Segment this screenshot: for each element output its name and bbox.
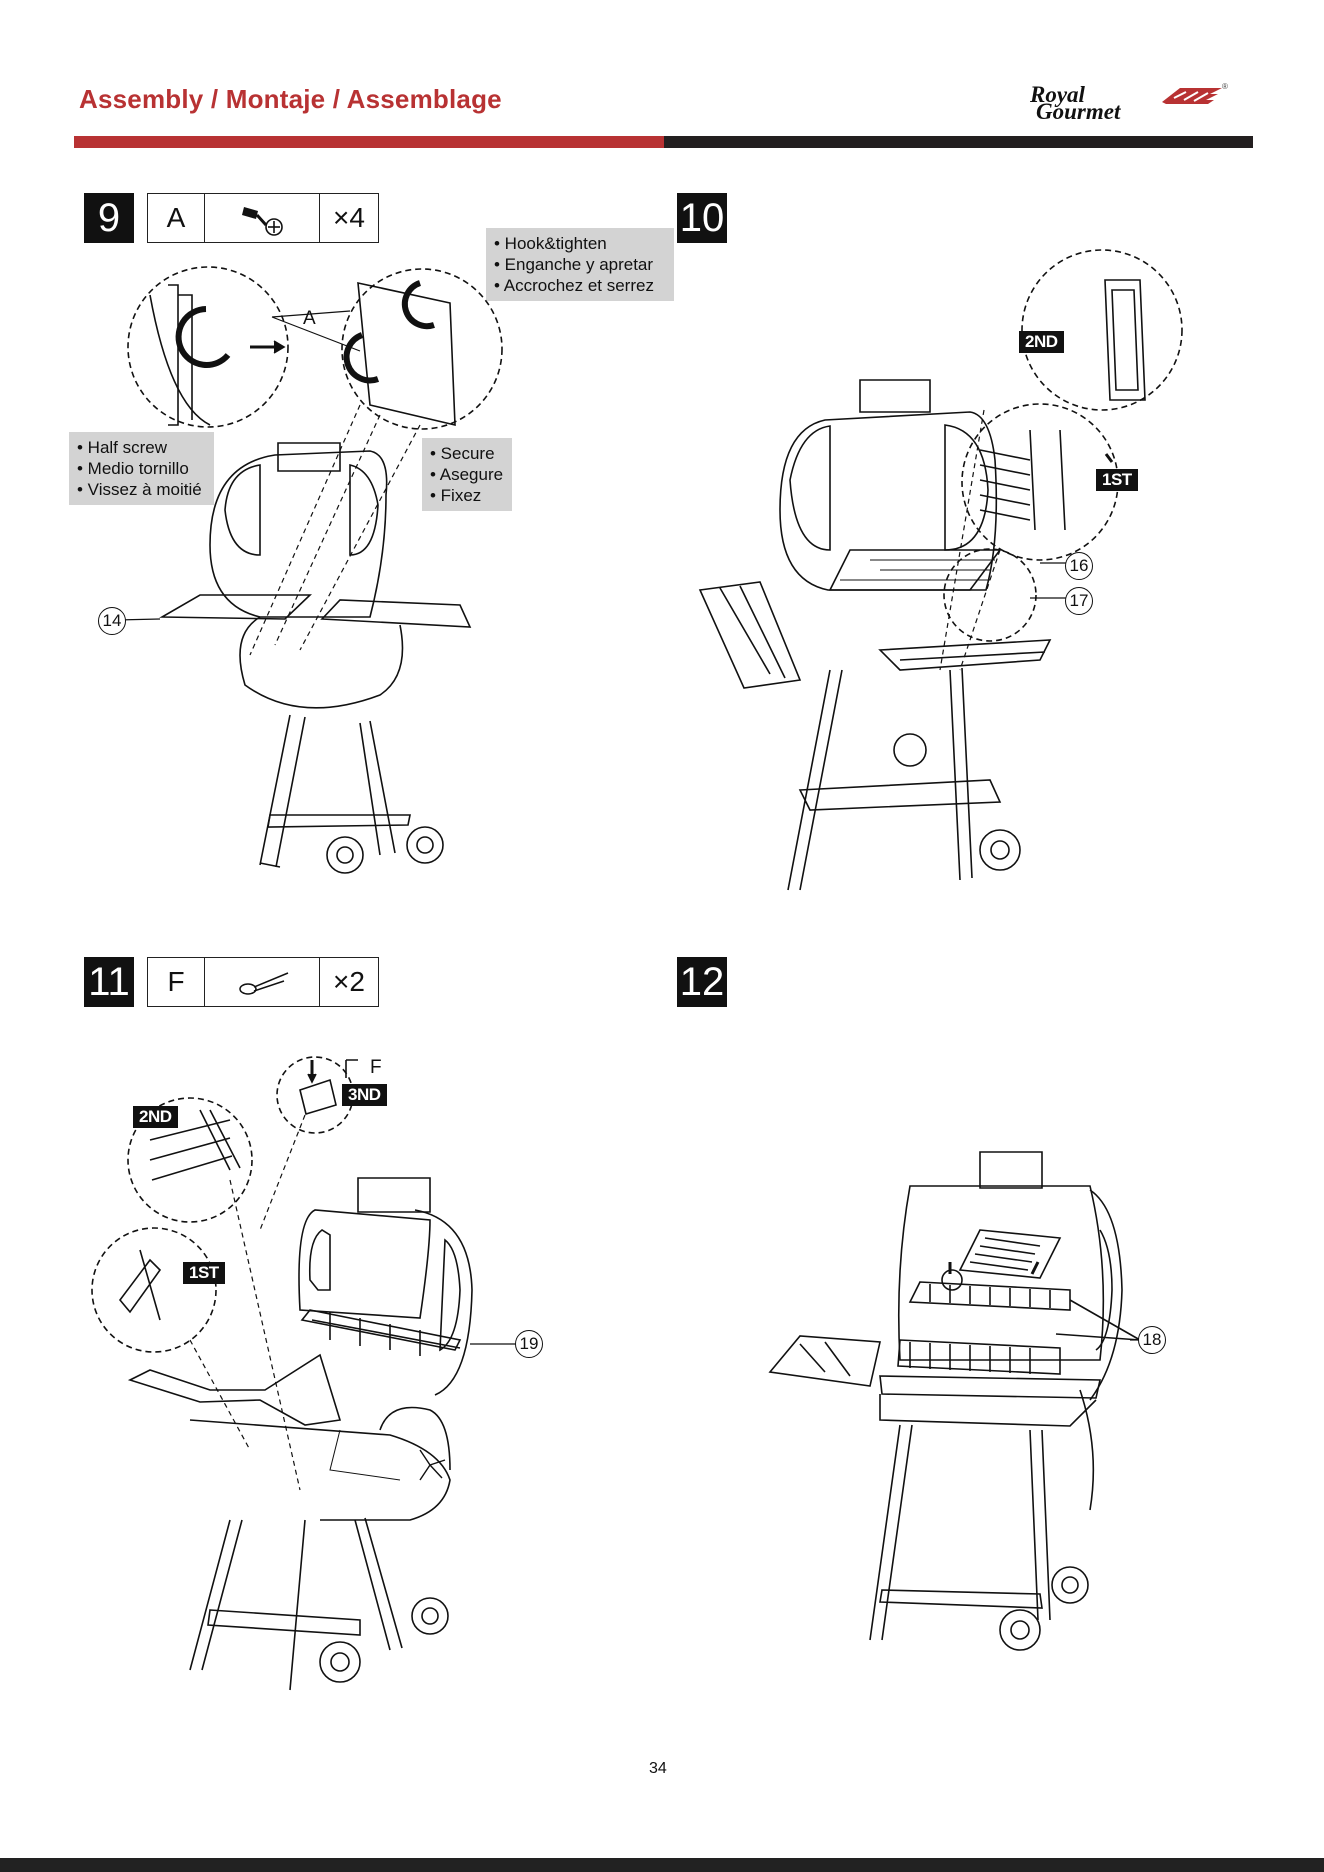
part-letter: A xyxy=(148,194,205,242)
step-9-label-a: A xyxy=(303,308,316,330)
part-letter: F xyxy=(148,958,205,1006)
step-12-number: 12 xyxy=(677,957,727,1007)
step-10-number: 10 xyxy=(677,193,727,243)
step-11-number: 11 xyxy=(84,957,134,1007)
royal-gourmet-logo: Royal Gourmet ® xyxy=(1028,84,1228,122)
step-9-illustration xyxy=(60,255,620,875)
step-11-label-f: F xyxy=(370,1057,382,1079)
step-11-illustration xyxy=(90,1050,610,1690)
step-11-tag-2nd: 2ND xyxy=(133,1106,178,1128)
footer-rule xyxy=(0,1858,1324,1872)
part-quantity: ×4 xyxy=(320,194,378,242)
step-11-tag-1st: 1ST xyxy=(183,1262,225,1284)
cotter-pin-icon xyxy=(205,958,320,1006)
logo-flame-icon xyxy=(1162,86,1222,104)
header-rule-dark xyxy=(664,136,1253,148)
header-rule-red xyxy=(74,136,664,148)
step-12-illustration xyxy=(770,1150,1290,1670)
step-11-part-box: F ×2 xyxy=(147,957,379,1007)
step-10-callout-16: 16 xyxy=(1065,552,1093,580)
step-11-tag-3nd: 3ND xyxy=(342,1084,387,1106)
page-number: 34 xyxy=(649,1760,667,1778)
step-12-callout-18: 18 xyxy=(1138,1326,1166,1354)
step-10-tag-1st: 1ST xyxy=(1096,469,1138,491)
registered-mark: ® xyxy=(1222,82,1228,91)
part-quantity: ×2 xyxy=(320,958,378,1006)
screw-icon xyxy=(205,194,320,242)
page-title: Assembly / Montaje / Assemblage xyxy=(79,84,502,115)
step-10-illustration xyxy=(700,250,1220,890)
logo-line-2: Gourmet xyxy=(1036,101,1120,123)
step-10-tag-2nd: 2ND xyxy=(1019,331,1064,353)
step-9-callout-14: 14 xyxy=(98,607,126,635)
step-9-number: 9 xyxy=(84,193,134,243)
step-10-callout-17: 17 xyxy=(1065,587,1093,615)
step-11-callout-19: 19 xyxy=(515,1330,543,1358)
step-9-part-box: A ×4 xyxy=(147,193,379,243)
